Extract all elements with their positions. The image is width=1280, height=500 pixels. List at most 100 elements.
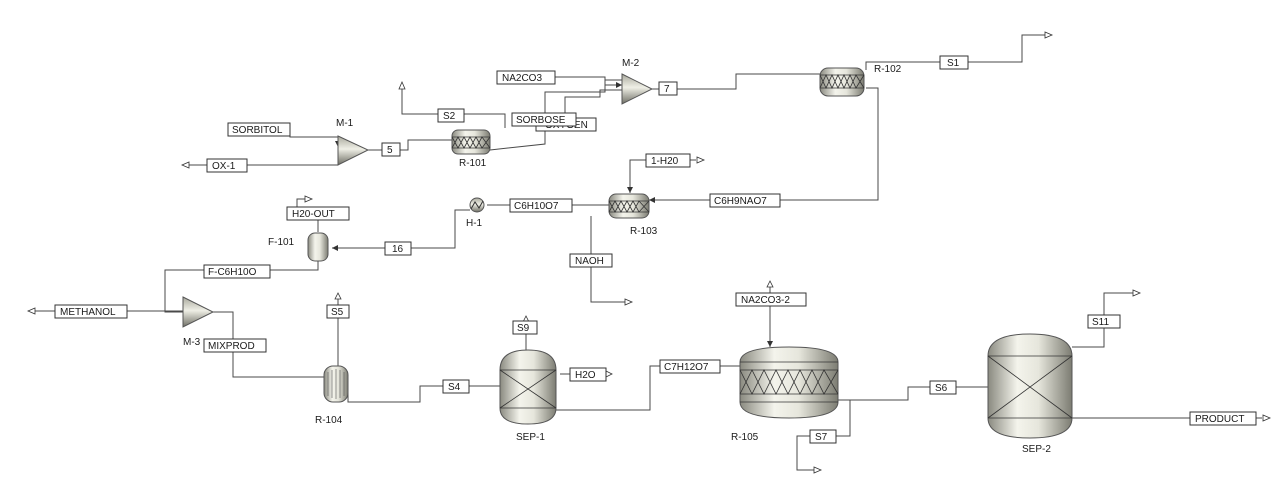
svg-text:OX-1: OX-1 [212, 161, 236, 172]
arrow-into-r103b [649, 197, 655, 203]
stream-s5[interactable]: S5 [326, 304, 350, 319]
line-sorbose[interactable] [489, 79, 622, 151]
stream-labels: SORBITOL OX-1 5 S2 OXYGEN SORBOSE NA2CO3… [54, 55, 1257, 444]
svg-text:S7: S7 [815, 432, 828, 443]
stream-s1[interactable]: S1 [939, 55, 969, 70]
stream-s2[interactable]: S2 [437, 108, 465, 123]
arrow-s1 [1044, 31, 1054, 39]
svg-text:S11: S11 [1092, 317, 1109, 328]
svg-text:NA2CO3-2: NA2CO3-2 [741, 295, 790, 306]
stream-s9[interactable]: S9 [512, 320, 538, 335]
svg-text:S5: S5 [331, 307, 344, 318]
stream-5[interactable]: 5 [381, 142, 401, 157]
stream-mixprod[interactable]: MIXPROD [203, 338, 267, 353]
line-s1[interactable] [865, 34, 1045, 70]
arrow-s11 [1132, 289, 1142, 297]
stream-na2co3[interactable]: NA2CO3 [496, 70, 556, 85]
svg-text:C7H12O7: C7H12O7 [664, 362, 709, 373]
unit-label-r102: R-102 [874, 64, 902, 75]
stream-h20out[interactable]: H20-OUT [286, 206, 350, 221]
stream-c7h12o7[interactable]: C7H12O7 [659, 359, 721, 374]
line-fc6h10o[interactable] [164, 260, 319, 313]
line-na2co3[interactable] [555, 76, 622, 86]
arrow-product [1262, 414, 1272, 422]
arrow-naoh [624, 298, 634, 306]
reactor-r101[interactable]: R-101 [451, 129, 491, 169]
svg-text:F-C6H10O: F-C6H10O [208, 267, 257, 278]
stream-naoh[interactable]: NAOH [569, 253, 613, 268]
line-sorbitol[interactable] [289, 128, 339, 147]
line-s6[interactable] [838, 386, 988, 401]
arrow-h20out [304, 195, 314, 203]
arrow-na2co3-2 [766, 280, 774, 288]
stream-arrows [26, 31, 1272, 474]
unit-label-h1: H-1 [466, 218, 483, 229]
stream-na2co3-2[interactable]: NA2CO3-2 [735, 292, 807, 307]
stream-s11[interactable]: S11 [1087, 314, 1121, 329]
stream-c6h10o7[interactable]: C6H10O7 [509, 198, 573, 213]
stream-sorbose[interactable]: SORBOSE [511, 112, 577, 127]
separator-sep2[interactable]: SEP-2 [987, 333, 1073, 455]
svg-text:7: 7 [664, 84, 670, 95]
stream-s6[interactable]: S6 [929, 380, 957, 395]
svg-text:S6: S6 [935, 383, 948, 394]
unit-label-m2: M-2 [622, 58, 640, 69]
svg-text:H20-OUT: H20-OUT [292, 209, 335, 220]
mixer-m2[interactable]: M-2 [621, 58, 654, 105]
reactor-r103[interactable]: R-103 [608, 193, 658, 237]
line-5[interactable] [368, 139, 452, 151]
stream-7[interactable]: 7 [658, 81, 678, 96]
reactor-r105[interactable]: R-105 [731, 346, 839, 443]
stream-s4[interactable]: S4 [442, 379, 470, 394]
svg-text:NAOH: NAOH [575, 256, 604, 267]
svg-text:SORBITOL: SORBITOL [232, 125, 283, 136]
svg-text:1-H20: 1-H20 [651, 156, 679, 167]
svg-text:C6H10O7: C6H10O7 [514, 201, 559, 212]
unit-label-m3: M-3 [183, 337, 201, 348]
separator-sep1[interactable]: SEP-1 [499, 349, 557, 443]
stream-sorbitol[interactable]: SORBITOL [227, 122, 291, 137]
stream-methanol[interactable]: METHANOL [54, 304, 128, 319]
svg-text:S9: S9 [517, 323, 530, 334]
mixer-m1[interactable]: M-1 [336, 118, 370, 166]
reactor-r104[interactable]: R-104 [315, 365, 349, 426]
reactor-r102[interactable]: R-102 [819, 64, 902, 97]
unit-label-r103: R-103 [630, 226, 658, 237]
stream-ox1[interactable]: OX-1 [206, 158, 248, 173]
arrow-h2o [605, 370, 613, 378]
svg-text:MIXPROD: MIXPROD [208, 341, 255, 352]
arrow-into-f101 [332, 245, 338, 251]
mixer-m3[interactable]: M-3 [182, 296, 215, 348]
unit-label-f101: F-101 [268, 237, 295, 248]
line-naoh[interactable] [590, 216, 625, 303]
line-c6h9nao7[interactable] [649, 87, 879, 201]
arrow-into-r103 [627, 187, 633, 193]
svg-text:SORBOSE: SORBOSE [516, 115, 566, 126]
stream-s7[interactable]: S7 [809, 429, 837, 444]
line-s4[interactable] [347, 385, 500, 403]
svg-text:H2O: H2O [575, 370, 596, 381]
arrow-methanol [26, 307, 36, 315]
arrow-s7 [813, 466, 823, 474]
unit-label-r101: R-101 [459, 158, 487, 169]
stream-16[interactable]: 16 [384, 241, 412, 256]
unit-label-sep1: SEP-1 [516, 432, 545, 443]
stream-h2o[interactable]: H2O [569, 367, 607, 382]
line-7[interactable] [652, 73, 820, 90]
stream-lines [30, 34, 1262, 471]
heater-h1[interactable]: H-1 [466, 197, 485, 229]
arrow-s2 [398, 80, 406, 90]
stream-c6h9nao7[interactable]: C6H9NAO7 [709, 193, 781, 208]
unit-label-r105: R-105 [731, 432, 759, 443]
svg-text:16: 16 [392, 244, 404, 255]
stream-1h20[interactable]: 1-H20 [645, 153, 691, 168]
arrow-s5 [334, 292, 342, 300]
stream-fc6h10o[interactable]: F-C6H10O [203, 264, 271, 279]
svg-text:NA2CO3: NA2CO3 [502, 73, 542, 84]
arrow-into-m2 [616, 82, 622, 88]
stream-product[interactable]: PRODUCT [1189, 411, 1257, 426]
flash-f101[interactable]: F-101 [268, 232, 329, 262]
unit-label-sep2: SEP-2 [1022, 444, 1051, 455]
svg-text:5: 5 [387, 145, 393, 156]
